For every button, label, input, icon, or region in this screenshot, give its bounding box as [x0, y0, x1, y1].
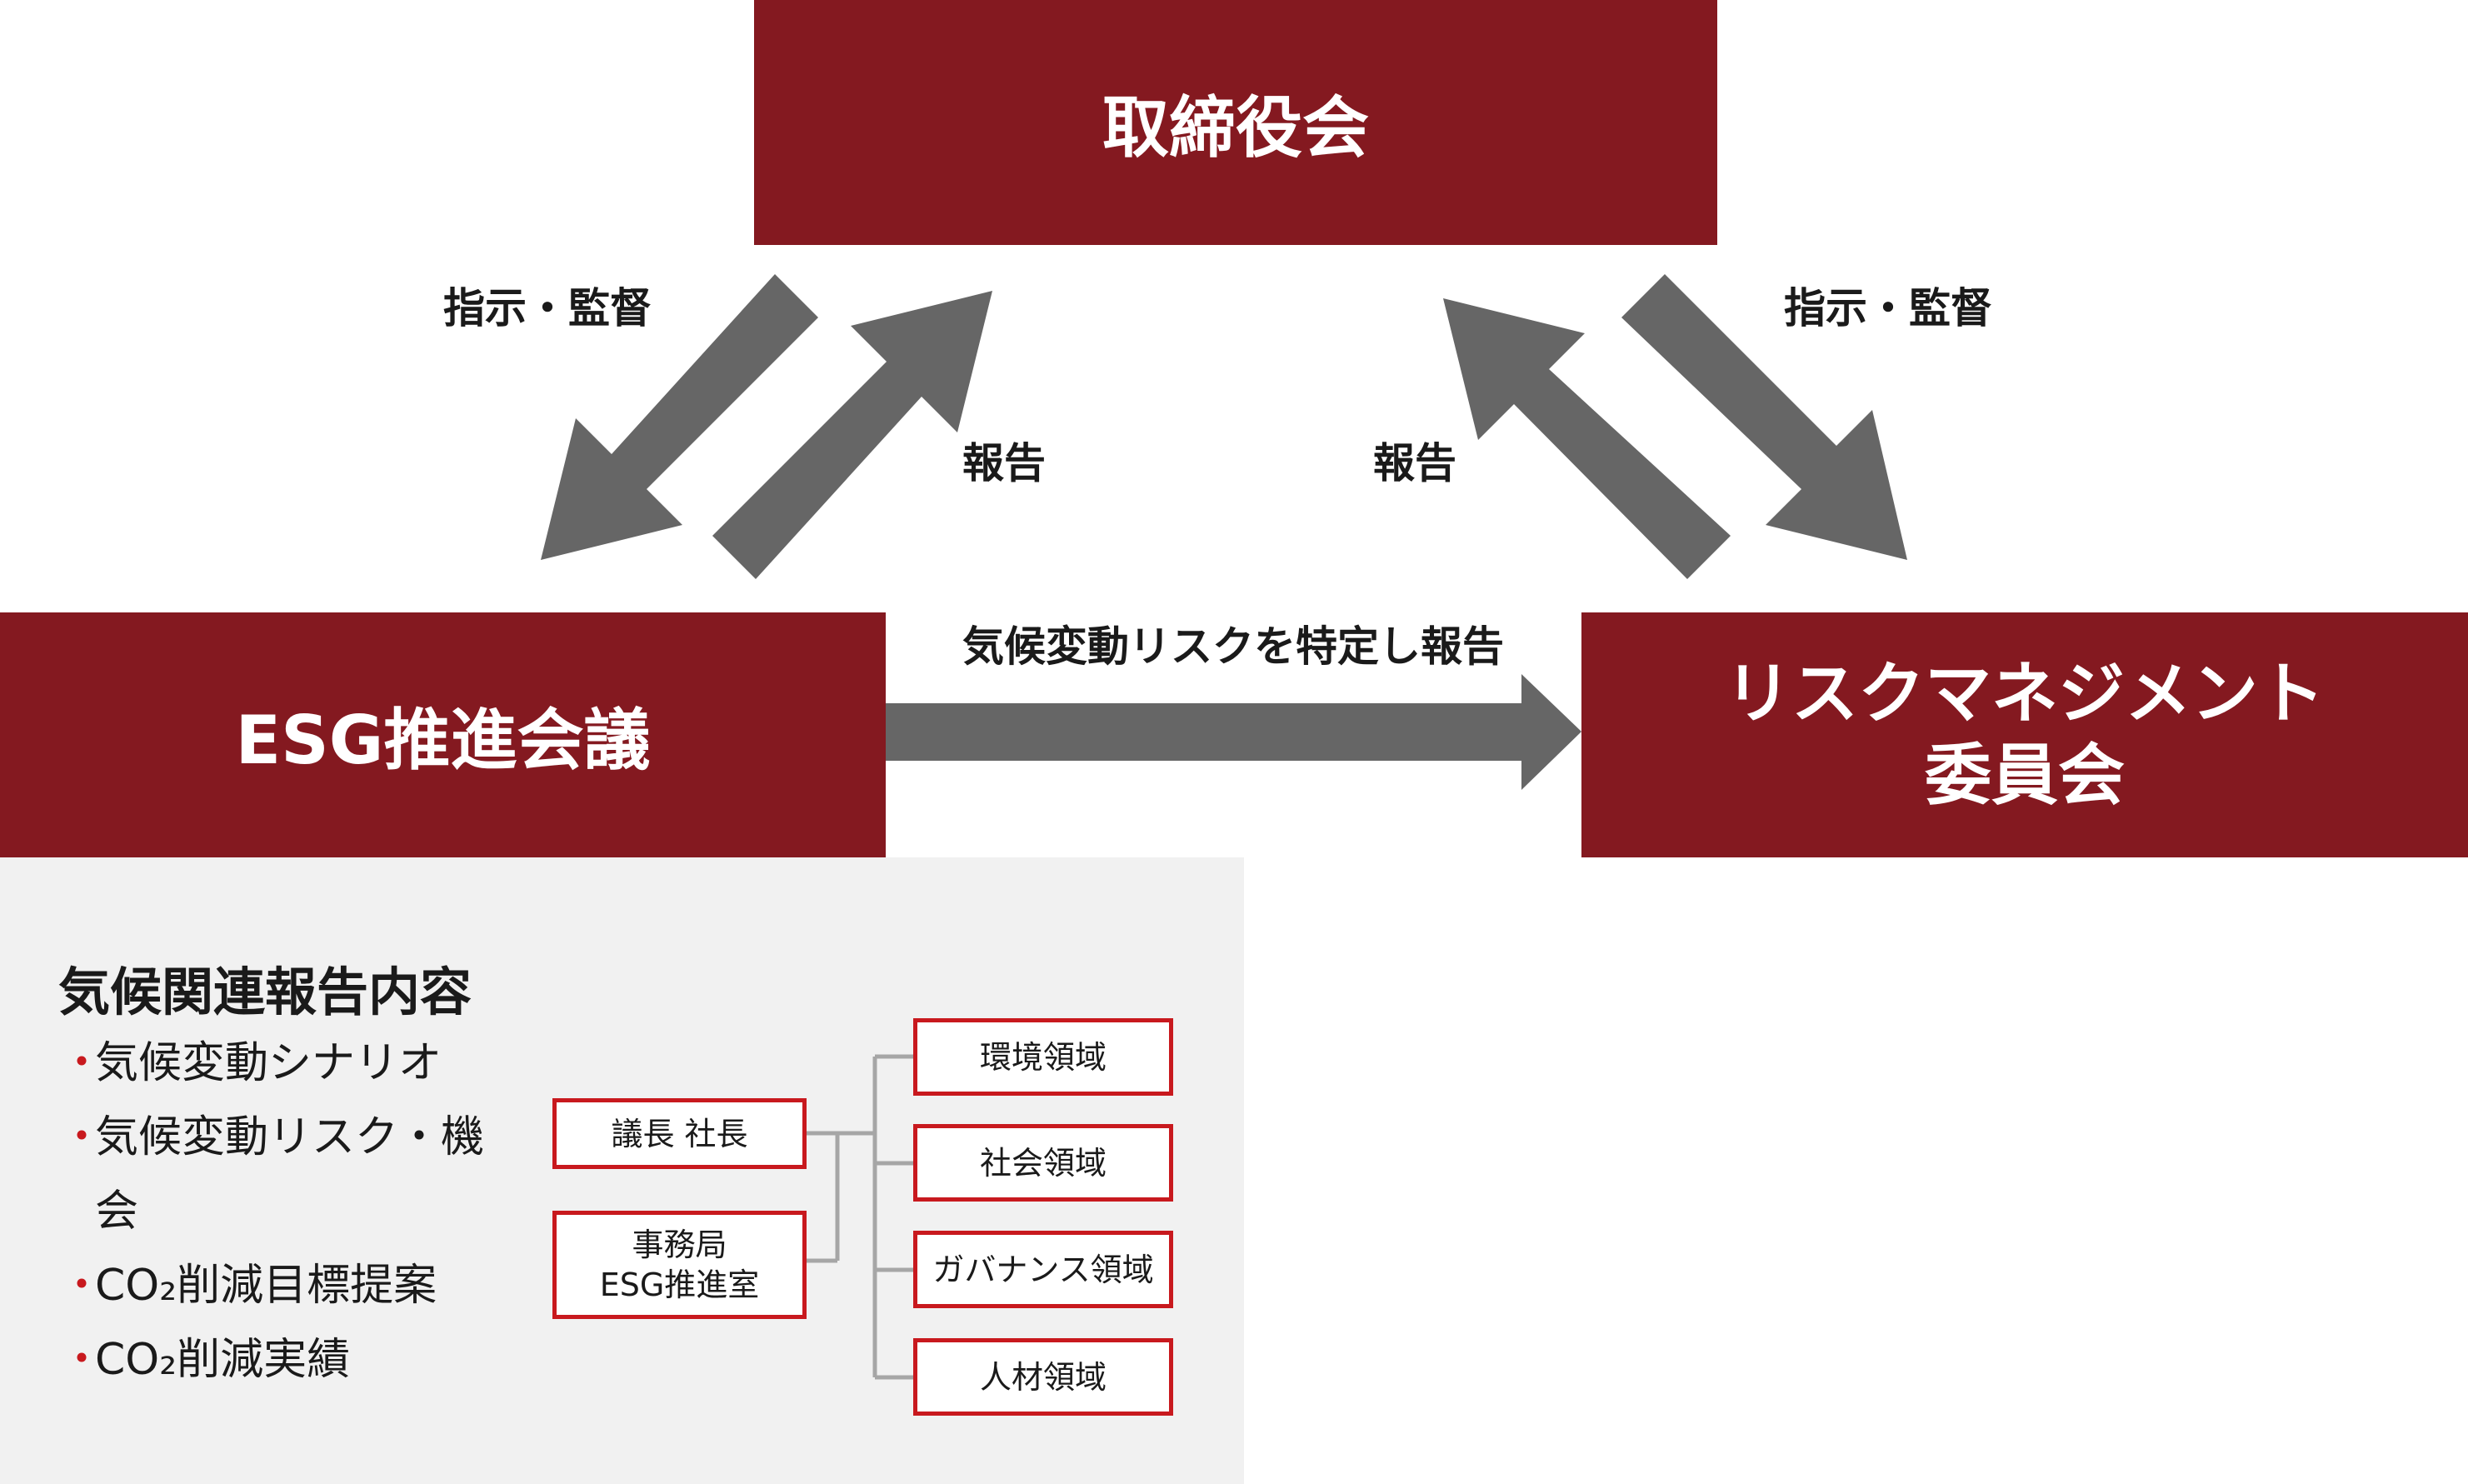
domain-box-human-capital: 人材領域 [913, 1338, 1173, 1416]
bullet-mark: ・ [60, 1038, 104, 1088]
right-up-arrow [1443, 298, 1731, 579]
left-down-arrow [541, 274, 818, 560]
domain-label: ガバナンス領域 [932, 1251, 1154, 1288]
bullet-mark: ・ [60, 1112, 104, 1162]
board-box: 取締役会 [754, 0, 1717, 245]
risk-committee-label-line2: 委員会 [1925, 737, 2125, 814]
risk-committee-box: リスクマネジメント 委員会 [1581, 612, 2468, 857]
secretariat-box: 事務局 ESG推進室 [552, 1211, 807, 1319]
risk-committee-label-line1: リスクマネジメント [1725, 655, 2325, 732]
horizontal-arrow [886, 674, 1581, 790]
chair-label: 議長 社長 [611, 1115, 748, 1152]
domain-label: 社会領域 [979, 1144, 1107, 1182]
left-up-label: 報告 [962, 439, 1046, 487]
list-item: ・ CO₂削減実績 [60, 1323, 527, 1397]
right-down-arrow [1621, 274, 1907, 560]
list-item-text: CO₂削減目標提案 [95, 1261, 437, 1311]
list-item-text: 気候変動シナリオ [95, 1038, 442, 1088]
list-item: ・ 気候変動シナリオ [60, 1027, 527, 1101]
bullet-mark: ・ [60, 1261, 104, 1311]
horizontal-label: 気候変動リスクを特定し報告 [962, 622, 1504, 671]
board-label: 取締役会 [1102, 89, 1369, 167]
esg-council-label: ESG推進会議 [235, 702, 651, 779]
chair-box: 議長 社長 [552, 1098, 807, 1169]
left-up-arrow [712, 291, 992, 579]
list-item: ・ 気候変動リスク・機会 [60, 1101, 527, 1249]
domain-box-social: 社会領域 [913, 1124, 1173, 1202]
domain-label: 環境領域 [979, 1038, 1107, 1076]
secretariat-label-line1: 事務局 [632, 1227, 727, 1263]
domain-box-governance: ガバナンス領域 [913, 1231, 1173, 1308]
right-up-label: 報告 [1373, 439, 1456, 487]
left-down-label: 指示・監督 [443, 284, 652, 332]
bullet-mark: ・ [60, 1335, 104, 1385]
list-item-text: 気候変動リスク・機会 [95, 1112, 484, 1237]
domain-label: 人材領域 [979, 1358, 1107, 1396]
list-item: ・ CO₂削減目標提案 [60, 1249, 527, 1323]
panel-title: 気候関連報告内容 [58, 962, 472, 1022]
esg-council-box: ESG推進会議 [0, 612, 886, 857]
right-down-label: 指示・監督 [1784, 284, 1992, 332]
domain-box-environment: 環境領域 [913, 1018, 1173, 1096]
list-item-text: CO₂削減実績 [95, 1335, 351, 1385]
secretariat-label-line2: ESG推進室 [599, 1267, 760, 1303]
